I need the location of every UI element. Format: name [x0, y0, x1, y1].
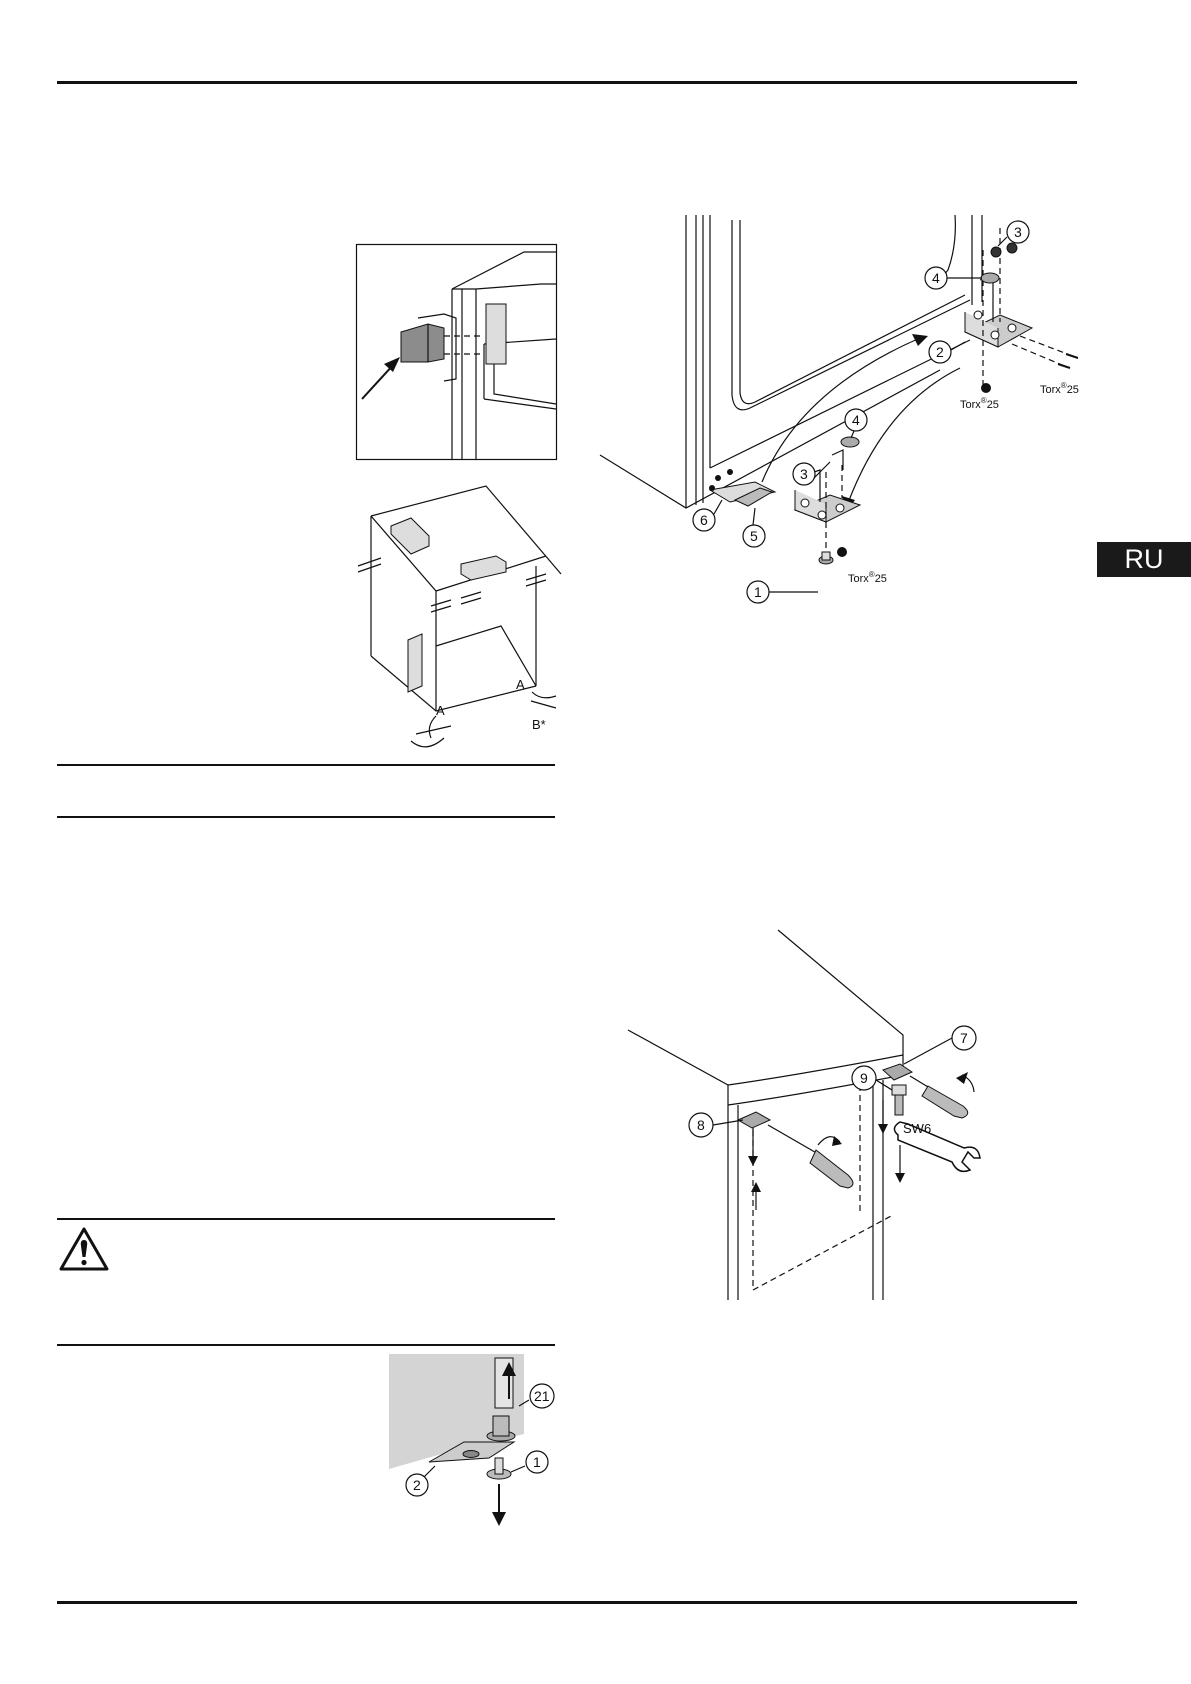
section-rule-1 [57, 764, 555, 766]
figure-top-removal: 7 8 9 SW6 [627, 929, 1008, 1300]
callout-1: 1 [533, 1454, 541, 1470]
bottom-rule [57, 1601, 1077, 1604]
hinge-callout-5: 5 [750, 528, 758, 544]
hinge-callout-3-bottom: 3 [800, 466, 808, 482]
figure-foot: 21 1 2 [389, 1354, 564, 1534]
callout-9: 9 [860, 1070, 868, 1086]
torx-label-a: Torx®25 [960, 396, 999, 411]
label-a-left: A [436, 703, 445, 718]
figure-cabinet: A A B* [356, 485, 562, 751]
torx-label-b: Torx®25 [1040, 381, 1079, 396]
hinge-callout-2: 2 [936, 344, 944, 360]
callout-7: 7 [960, 1030, 968, 1046]
section-rule-3 [57, 1218, 555, 1220]
top-rule [57, 81, 1077, 84]
hinge-callout-6: 6 [700, 512, 708, 528]
hinge-callout-1: 1 [754, 584, 762, 600]
label-b: B* [532, 717, 546, 732]
callout-8: 8 [697, 1117, 705, 1133]
hinge-callout-4-bottom: 4 [852, 412, 860, 428]
warning-icon [58, 1226, 110, 1272]
hinge-callout-3-top: 3 [1014, 224, 1022, 240]
section-rule-4 [57, 1344, 555, 1346]
figure-hinge: 3 4 2 4 3 6 5 1 Torx®25 Torx®25 Torx®25 [599, 210, 1090, 610]
callout-2: 2 [413, 1477, 421, 1493]
callout-21: 21 [534, 1388, 550, 1404]
label-a-right: A [516, 677, 525, 692]
hinge-callout-4-top: 4 [932, 270, 940, 286]
language-tab: RU [1097, 542, 1191, 577]
figure-door-insert [355, 243, 558, 461]
section-rule-2 [57, 816, 555, 818]
wrench-size-label: SW6 [903, 1121, 931, 1136]
torx-label-c: Torx®25 [848, 570, 887, 585]
